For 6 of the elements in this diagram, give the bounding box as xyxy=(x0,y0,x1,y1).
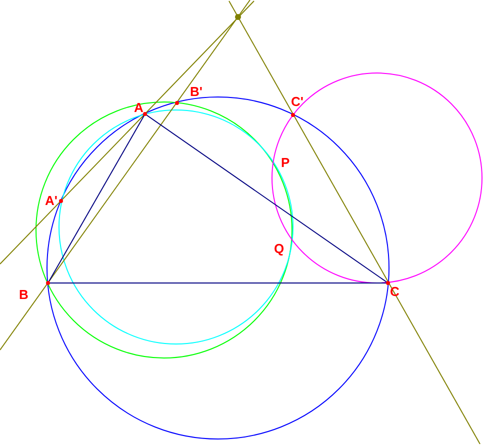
point-label: B xyxy=(19,288,28,301)
point-label: Q xyxy=(274,242,284,255)
point-label: P xyxy=(281,156,290,169)
point-label: C' xyxy=(291,95,304,108)
point-label: B' xyxy=(190,85,202,98)
point-label: A' xyxy=(45,194,58,207)
